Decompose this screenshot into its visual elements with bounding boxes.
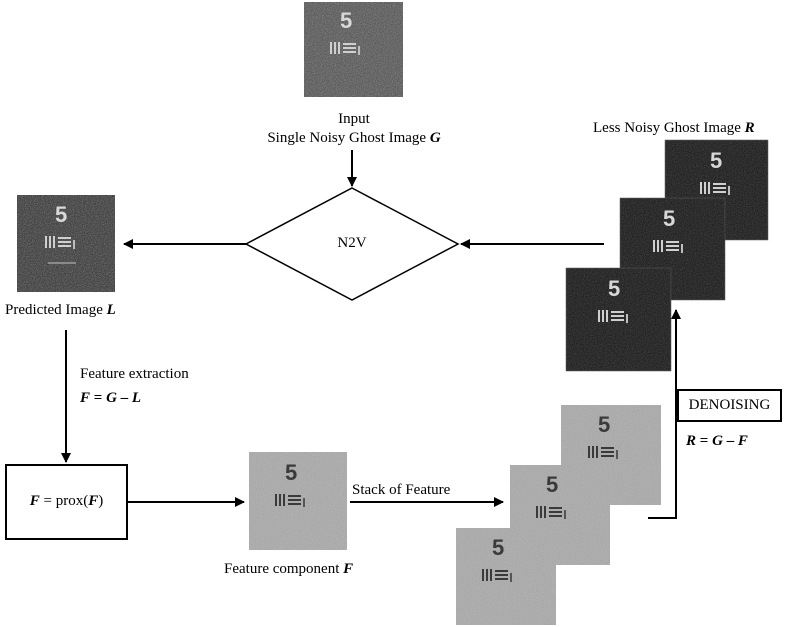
feature-stack-images (456, 405, 661, 625)
input-subtitle: Single Noisy Ghost Image G (267, 130, 441, 146)
feature-component-image (249, 452, 347, 550)
n2v-diamond (244, 187, 460, 301)
prox-equation: F = prox(F) (29, 493, 104, 509)
feature-extraction-equation: F = G – L (80, 390, 142, 406)
denoising-label: DENOISING (688, 397, 771, 413)
stack-of-feature-label: Stack of Feature (352, 482, 451, 498)
prox-box: F = prox(F) (5, 464, 128, 540)
predicted-label: Predicted Image L (5, 302, 116, 318)
input-noisy-image (304, 2, 403, 97)
feature-extraction-title: Feature extraction (80, 366, 189, 382)
predicted-image (17, 195, 115, 292)
input-title: Input (338, 111, 370, 127)
denoising-box: DENOISING (677, 389, 782, 422)
denoising-equation: R = G – F (686, 433, 748, 449)
feature-component-label: Feature component F (224, 561, 354, 577)
input-label: Input Single Noisy Ghost Image G (247, 110, 461, 148)
n2v-label: N2V (337, 235, 367, 251)
less-noisy-image-stack (565, 139, 769, 372)
arrow-stack-to-r (648, 309, 681, 519)
less-noisy-label: Less Noisy Ghost Image R (593, 120, 755, 136)
